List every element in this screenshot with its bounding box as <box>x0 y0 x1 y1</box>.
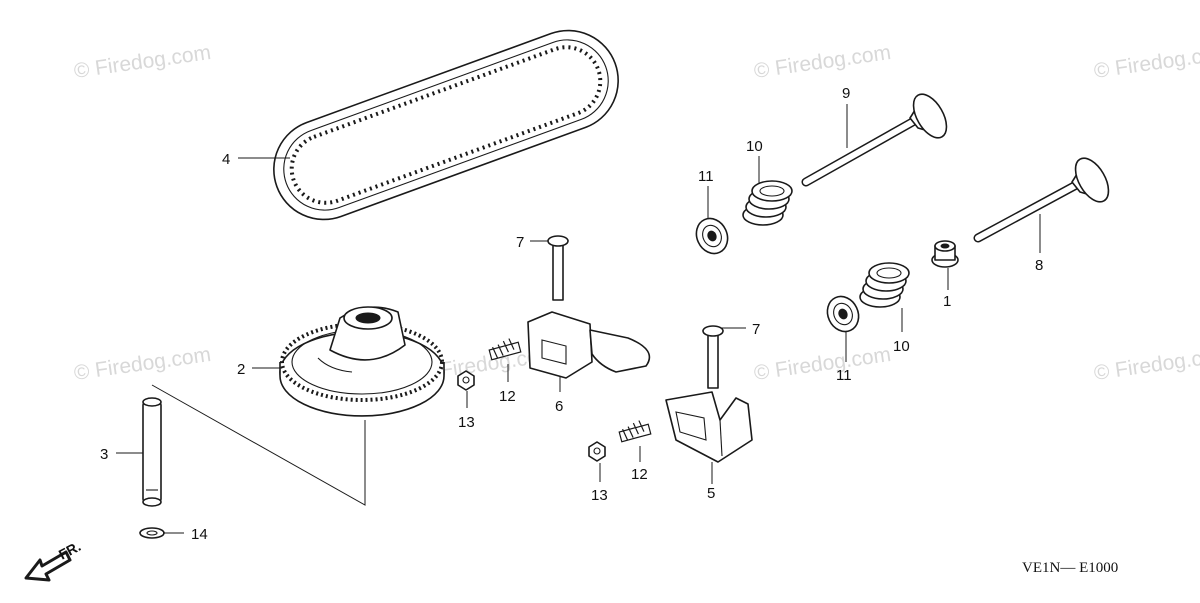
spring-retainer-lower <box>826 295 860 333</box>
diagram-code: VE1N— E1000 <box>1022 560 1118 576</box>
leader-lines <box>116 104 1041 534</box>
callout-7-upper: 7 <box>516 234 524 251</box>
nut-lower <box>588 441 606 462</box>
watermark: © Firedog.com <box>1092 343 1200 385</box>
valve-spring-lower <box>859 262 910 308</box>
callout-9: 9 <box>842 85 850 102</box>
callout-10-upper: 10 <box>746 138 763 155</box>
rocker-arm-upper <box>527 311 651 379</box>
callout-11-lower: 11 <box>836 367 852 384</box>
callout-11-upper: 11 <box>698 168 714 185</box>
valve-spring-upper <box>742 180 793 226</box>
watermark: © Firedog.com <box>1092 41 1200 83</box>
callout-7-lower: 7 <box>752 321 760 338</box>
callout-2: 2 <box>237 361 245 378</box>
callout-10-lower: 10 <box>893 338 910 355</box>
adjusting-stud-lower <box>618 420 652 443</box>
cam-shaft <box>142 397 162 507</box>
callout-1: 1 <box>943 293 951 310</box>
arrow-icon <box>24 550 72 582</box>
front-direction-indicator: FR. <box>24 538 83 582</box>
callout-4: 4 <box>222 151 230 168</box>
rocker-bolt-lower <box>702 325 724 389</box>
valve-stem-seal <box>931 240 959 268</box>
watermark: © Firedog.com <box>752 41 892 83</box>
callouts: 4 2 3 14 7 6 12 13 7 5 12 13 9 10 11 8 1… <box>100 85 1043 543</box>
watermark: © Firedog.com <box>72 343 212 385</box>
callout-12-lower: 12 <box>631 466 648 483</box>
washer <box>139 527 165 539</box>
callout-13-upper: 13 <box>458 414 475 431</box>
watermark: © Firedog.com <box>752 343 892 385</box>
callout-13-lower: 13 <box>591 487 608 504</box>
assembly-lines <box>151 384 366 506</box>
valve-lower <box>973 157 1110 243</box>
valve-upper <box>801 93 948 187</box>
callout-14: 14 <box>191 526 208 543</box>
rocker-arm-lower <box>665 391 753 463</box>
callout-3: 3 <box>100 446 108 463</box>
cam-gear <box>279 306 445 417</box>
nut-upper <box>457 370 475 391</box>
rocker-bolt-upper <box>547 235 569 301</box>
callout-6: 6 <box>555 398 563 415</box>
callout-12-upper: 12 <box>499 388 516 405</box>
callout-5: 5 <box>707 485 715 502</box>
spring-retainer-upper <box>695 217 729 255</box>
adjusting-stud-upper <box>488 338 522 361</box>
timing-belt <box>273 29 619 221</box>
callout-8: 8 <box>1035 257 1043 274</box>
watermark: © Firedog.com <box>72 41 212 83</box>
